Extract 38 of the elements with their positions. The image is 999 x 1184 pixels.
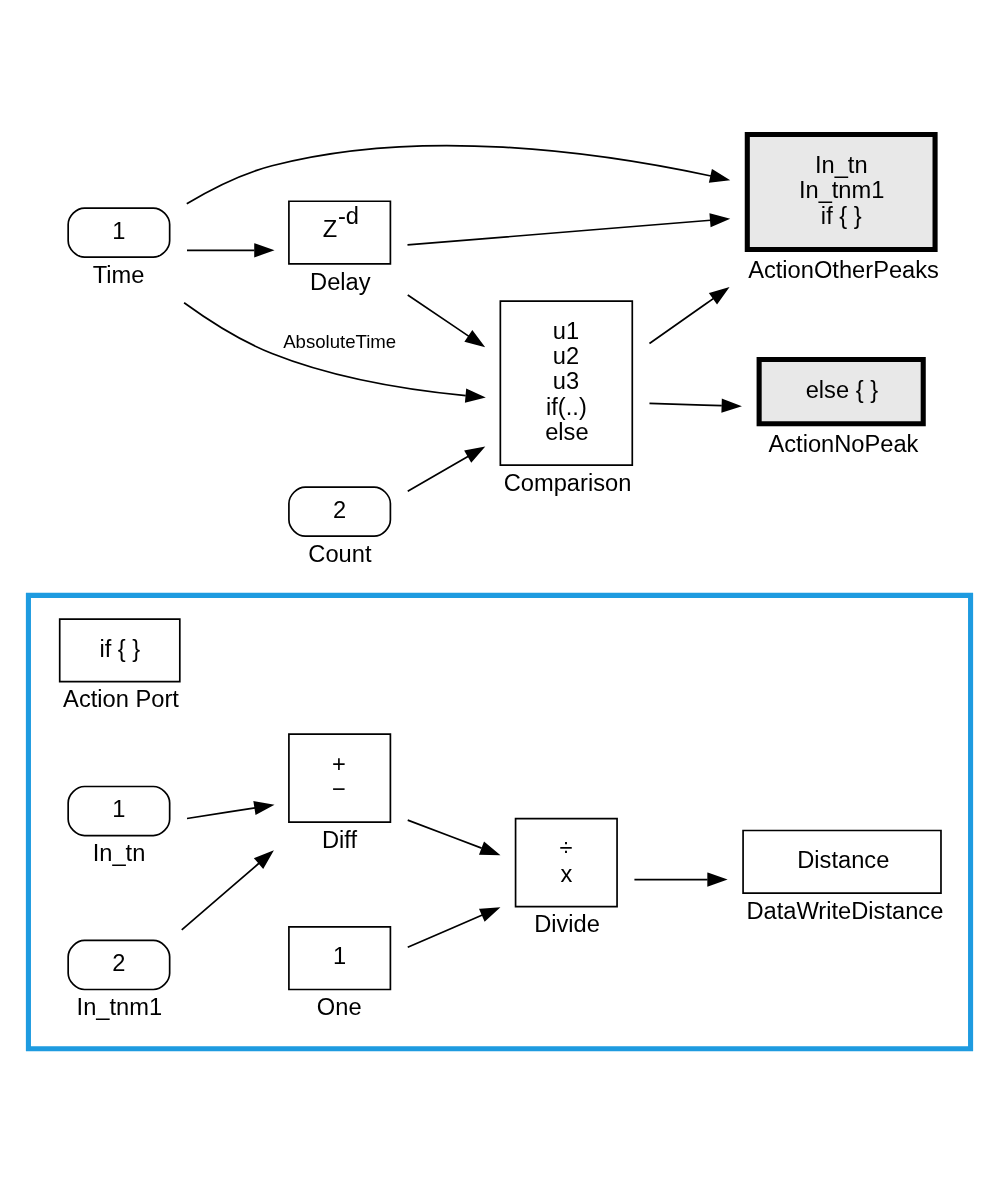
arrow bbox=[185, 144, 731, 205]
arrow bbox=[406, 294, 486, 348]
arrow bbox=[406, 907, 501, 949]
node-box: 2 bbox=[288, 486, 392, 538]
arrow bbox=[648, 398, 742, 413]
node-label: ActionNoPeak bbox=[768, 430, 919, 457]
arrow bbox=[633, 872, 728, 887]
arrow bbox=[180, 850, 274, 931]
node-box: u1 u2 u3 if(..) else bbox=[499, 300, 634, 466]
arrow bbox=[406, 446, 486, 493]
arrow bbox=[406, 213, 731, 246]
node-box: ÷ x bbox=[514, 817, 618, 908]
node-box: + − bbox=[288, 733, 392, 823]
arrow bbox=[406, 819, 501, 856]
node-label: Divide bbox=[534, 911, 600, 938]
node-label: ActionOtherPeaks bbox=[748, 256, 939, 283]
node-box: 2 bbox=[67, 939, 171, 991]
node-label: One bbox=[316, 994, 362, 1021]
node-label: Delay bbox=[310, 268, 371, 295]
node-box: 1 bbox=[67, 785, 171, 837]
arrow bbox=[186, 243, 275, 258]
node-label: In_tnm1 bbox=[76, 994, 163, 1021]
node-label: Diff bbox=[321, 826, 357, 853]
node-label: In_tn bbox=[92, 840, 146, 867]
node-box: 1 bbox=[67, 207, 171, 258]
node-label: DataWriteDistance bbox=[746, 897, 944, 924]
node-label: Action Port bbox=[63, 686, 179, 713]
node-label: Comparison bbox=[503, 469, 632, 496]
arrow bbox=[648, 287, 730, 345]
node-box: 1 bbox=[288, 926, 392, 991]
arrow bbox=[186, 800, 275, 820]
node-box: if { } bbox=[58, 618, 181, 683]
arrow bbox=[183, 301, 486, 403]
node-label: Time bbox=[92, 261, 145, 288]
cluster bbox=[25, 592, 974, 1052]
edge-label: AbsoluteTime bbox=[283, 331, 397, 353]
node-box: Distance bbox=[742, 829, 942, 894]
node-label: Count bbox=[308, 540, 372, 567]
